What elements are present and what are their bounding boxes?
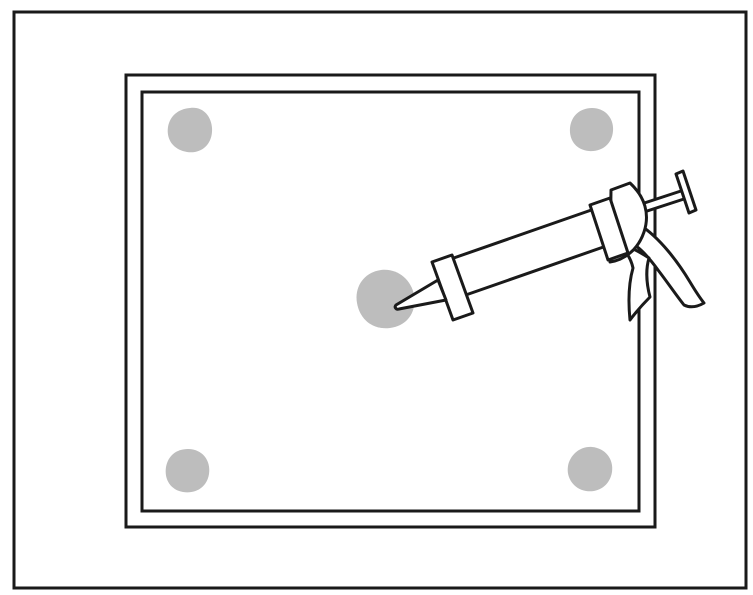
adhesive-dot-top-right [569,108,614,152]
adhesive-dot-center [356,269,415,329]
panel-outer-border [124,73,657,529]
adhesive-dot-bottom-right [567,446,613,492]
adhesive-dots [165,107,614,493]
gun-trigger [603,236,652,322]
outer-frame [12,10,748,590]
gun-rear-collar [588,196,630,262]
gun-plunger-cap [674,169,698,215]
adhesive-dot-top-left [167,107,213,153]
adhesive-dot-bottom-left [165,449,210,493]
caulking-gun-icon [393,169,706,322]
gun-back-handle [634,223,706,309]
gun-nozzle [393,278,448,311]
gun-barrel [446,205,614,299]
